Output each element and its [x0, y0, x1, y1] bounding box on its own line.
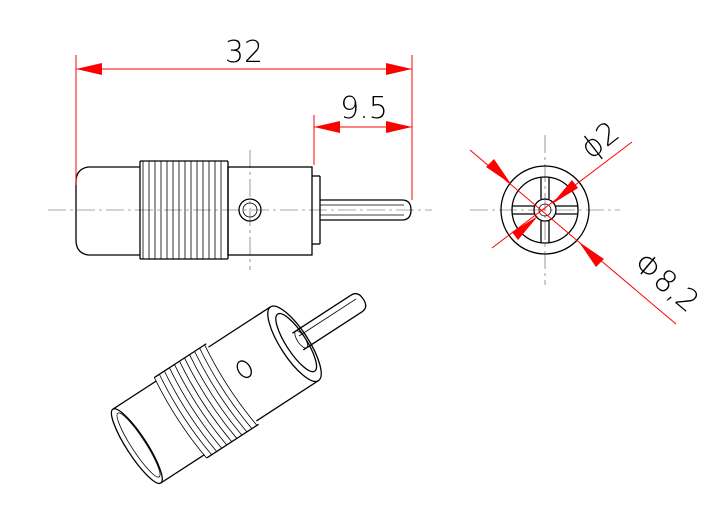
- pin-length-label: 9.5: [340, 91, 388, 126]
- end-view-outer-circle: [500, 165, 590, 255]
- overall-length-label: 32: [225, 35, 263, 70]
- length-dimensions: 32 9.5: [75, 35, 413, 200]
- pin-diameter-label: ϕ2: [574, 115, 626, 167]
- isometric-view: [110, 292, 367, 485]
- ribbed-grip: [139, 160, 229, 260]
- body-diameter-label: Φ8,2: [627, 246, 706, 320]
- end-view-inner-circle: [511, 176, 579, 244]
- end-view-slots: [540, 177, 550, 243]
- front-sleeve: [227, 166, 313, 256]
- rear-cap-outline: [75, 166, 140, 256]
- end-view: [470, 135, 620, 285]
- cross-hole: [238, 198, 262, 222]
- contact-pin: [320, 199, 412, 221]
- end-view-pin-circle: [533, 198, 557, 222]
- side-view: [48, 150, 432, 270]
- isometric-ribs: [153, 344, 258, 459]
